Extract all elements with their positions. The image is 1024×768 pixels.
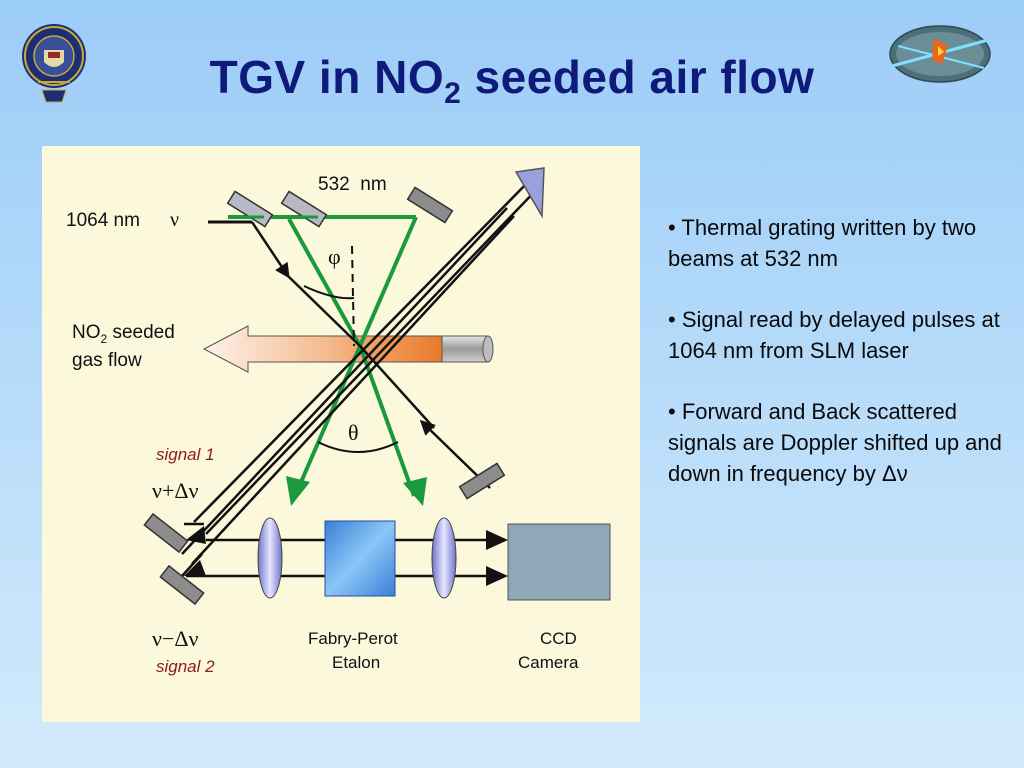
fabry-perot-etalon	[324, 520, 396, 597]
slide-title: TGV in NO2 seeded air flow	[209, 51, 815, 110]
mirrors	[143, 186, 506, 606]
label-gas-flow-line2: gas flow	[72, 350, 142, 371]
label-gas-flow-line1: NO2 seeded	[72, 322, 175, 346]
label-nu-plus-dnu: ν+Δν	[152, 478, 199, 503]
label-fabry-perot: Fabry-Perot	[308, 629, 398, 648]
label-ccd: CCD	[540, 629, 577, 648]
label-camera: Camera	[518, 653, 579, 672]
label-signal-1: signal 1	[156, 445, 215, 464]
bullet-item: • Signal read by delayed pulses at 1064 …	[668, 307, 1000, 363]
lens-1	[257, 517, 283, 599]
theta-angle-arc	[317, 441, 399, 453]
corner-reflector	[514, 167, 545, 219]
label-1064nm: 1064 nm	[66, 210, 140, 231]
ccd-camera	[507, 523, 611, 601]
bullet-list: • Thermal grating written by two beams a…	[668, 212, 1008, 519]
normal-dashed-line	[351, 245, 355, 347]
tgv-optical-setup-diagram: 532 nm 1064 nm ν φ θ NO2 seeded gas flow…	[42, 146, 640, 722]
university-crest-logo	[18, 22, 90, 104]
label-signal-2: signal 2	[156, 657, 215, 676]
label-theta: θ	[348, 420, 359, 445]
signal-beam-paths	[181, 177, 541, 586]
phi-angle-arc	[303, 285, 355, 300]
label-532nm: 532 nm	[318, 174, 387, 195]
laser-beam-emblem-logo	[888, 24, 992, 84]
bullet-item: • Thermal grating written by two beams a…	[668, 215, 977, 271]
label-nu-minus-dnu: ν−Δν	[152, 626, 199, 651]
gas-flow-arrow	[202, 325, 494, 373]
green-532nm-beams	[228, 215, 427, 506]
bullet-item: • Forward and Back scattered signals are…	[668, 399, 1002, 486]
label-etalon: Etalon	[332, 653, 380, 672]
label-nu: ν	[170, 209, 179, 231]
label-phi: φ	[328, 244, 341, 269]
lens-2	[431, 517, 457, 599]
